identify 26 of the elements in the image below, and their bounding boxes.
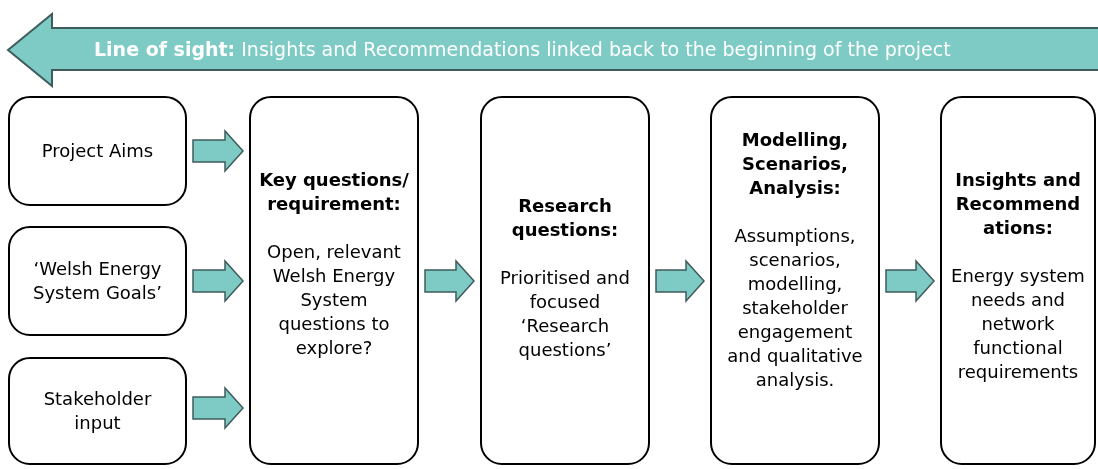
box-text: Prioritised and focused ‘Research questions’ <box>499 266 631 362</box>
stage-heading: Key questions/ requirement: <box>259 168 409 216</box>
stage-box <box>480 96 650 465</box>
block-arrow <box>192 129 244 173</box>
block-arrow <box>192 259 244 303</box>
stage-heading: Insights and Recommendations: <box>954 168 1082 240</box>
box-text: Energy system needs and network functional requirements <box>950 264 1086 384</box>
stage-heading: Research questions: <box>510 194 620 242</box>
box-text: Stakeholder input <box>42 387 153 435</box>
block-arrow <box>655 259 705 303</box>
block-arrow <box>192 386 244 430</box>
block-arrow <box>885 259 935 303</box>
input-box <box>8 226 187 336</box>
box-text: ‘Welsh Energy System Goals’ <box>32 257 163 305</box>
stage-box <box>249 96 419 465</box>
box-text: Open, relevant Welsh Energy System questions to explore? <box>266 240 402 360</box>
stage-box <box>710 96 880 465</box>
left-arrow-banner <box>6 12 1098 88</box>
block-arrow <box>424 259 475 303</box>
input-box <box>8 357 187 465</box>
input-box <box>8 96 187 206</box>
box-text: Project Aims <box>41 139 154 163</box>
banner-text: Line of sight: Insights and Recommendations linked back to the beginning of the project <box>94 37 951 61</box>
box-text: Assumptions, scenarios, modelling, stakeholder engagement and qualitative analysis. <box>726 224 864 392</box>
stage-box <box>940 96 1096 465</box>
stage-heading: Modelling, Scenarios, Analysis: <box>740 128 850 200</box>
